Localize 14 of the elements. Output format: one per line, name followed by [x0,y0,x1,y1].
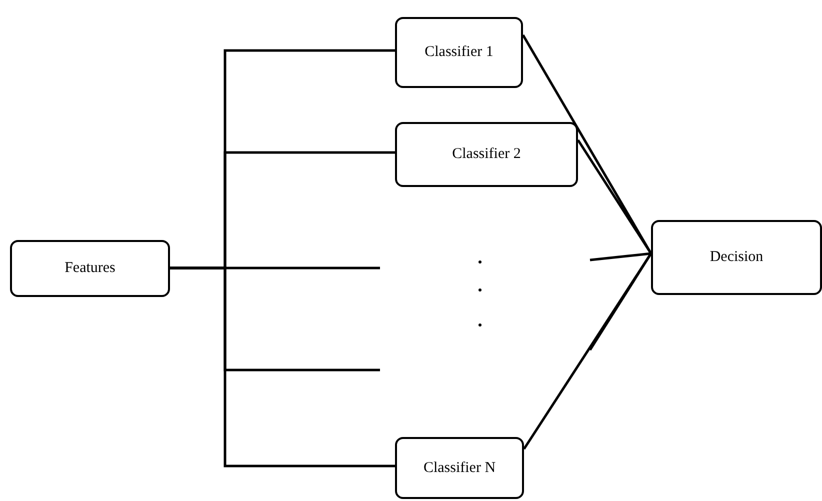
node-label: Decision [710,249,764,266]
process-box [395,17,523,88]
node-label: Classifier N [423,460,496,476]
connector-line [576,139,652,254]
connector-line [590,252,652,262]
connector-line [522,252,652,450]
process-box [10,240,170,297]
connector-line [170,266,395,468]
process-box [395,437,524,499]
node-label: Classifier 2 [452,146,521,163]
decision-box [651,220,822,295]
node-label: Classifier 1 [424,44,494,61]
node-label: Features [64,260,116,277]
process-box [395,122,578,187]
